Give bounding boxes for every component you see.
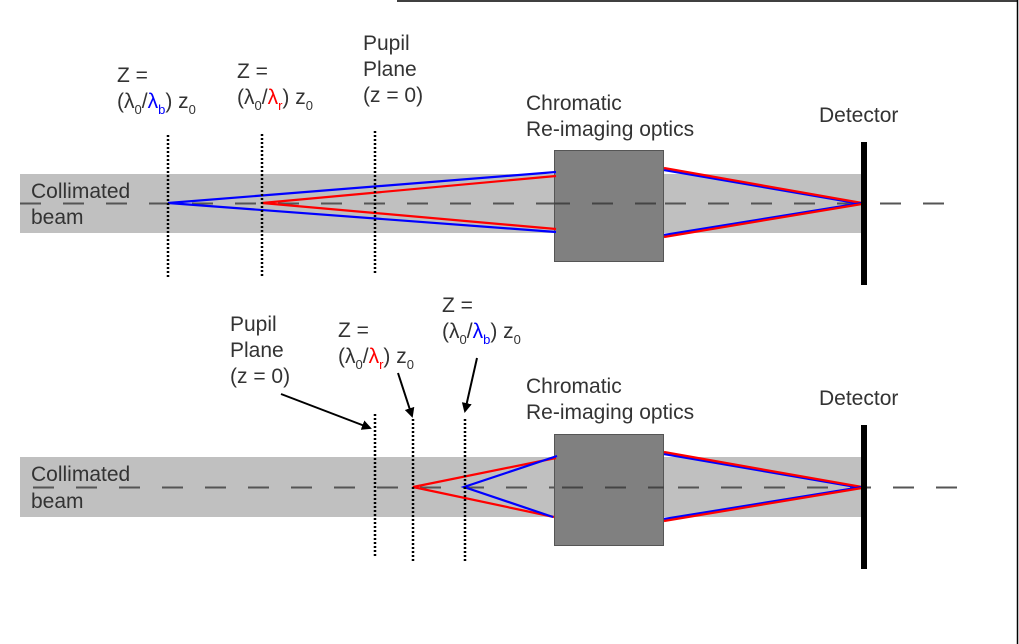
blue-ray-out-upper	[663, 452, 863, 490]
red-ray-out-lower	[663, 486, 863, 523]
chromatic-optics-box	[554, 434, 664, 546]
blue-ray-out-lower	[663, 201, 863, 237]
red-focus-plane-label: Z = (λ0/λr) z0	[338, 319, 414, 372]
blue-focus-plane-label: Z = (λ0/λb) z0	[117, 64, 196, 117]
detector-label: Detector	[819, 387, 898, 410]
red-focus-plane-arrow	[397, 372, 415, 418]
bottom-panel: Collimated beam Chromatic Re-imaging opt…	[20, 294, 960, 569]
pupil-plane-label: Pupil Plane (z = 0)	[230, 313, 290, 388]
top-panel: Collimated beam Chromatic Re-imaging opt…	[20, 32, 960, 285]
pupil-plane-label: Pupil Plane (z = 0)	[363, 32, 423, 107]
blue-focus-plane-arrow	[461, 357, 478, 413]
red-ray-out-upper	[663, 450, 863, 489]
blue-ray-out-lower	[663, 485, 863, 521]
red-focus-plane-label: Z = (λ0/λr) z0	[237, 60, 313, 113]
beam-label: Collimated beam	[31, 463, 136, 513]
blue-ray-out-upper	[663, 168, 863, 206]
optics-label: Chromatic Re-imaging optics	[526, 92, 694, 141]
optics-label: Chromatic Re-imaging optics	[526, 375, 694, 424]
chromatic-optics-box	[554, 150, 664, 262]
red-ray-out-upper	[663, 166, 863, 205]
beam-label: Collimated beam	[31, 180, 136, 229]
blue-focus-plane-label: Z = (λ0/λb) z0	[442, 294, 521, 347]
red-ray-out-lower	[663, 202, 863, 239]
detector-label: Detector	[819, 104, 898, 127]
pupil-plane-arrow	[280, 393, 372, 430]
